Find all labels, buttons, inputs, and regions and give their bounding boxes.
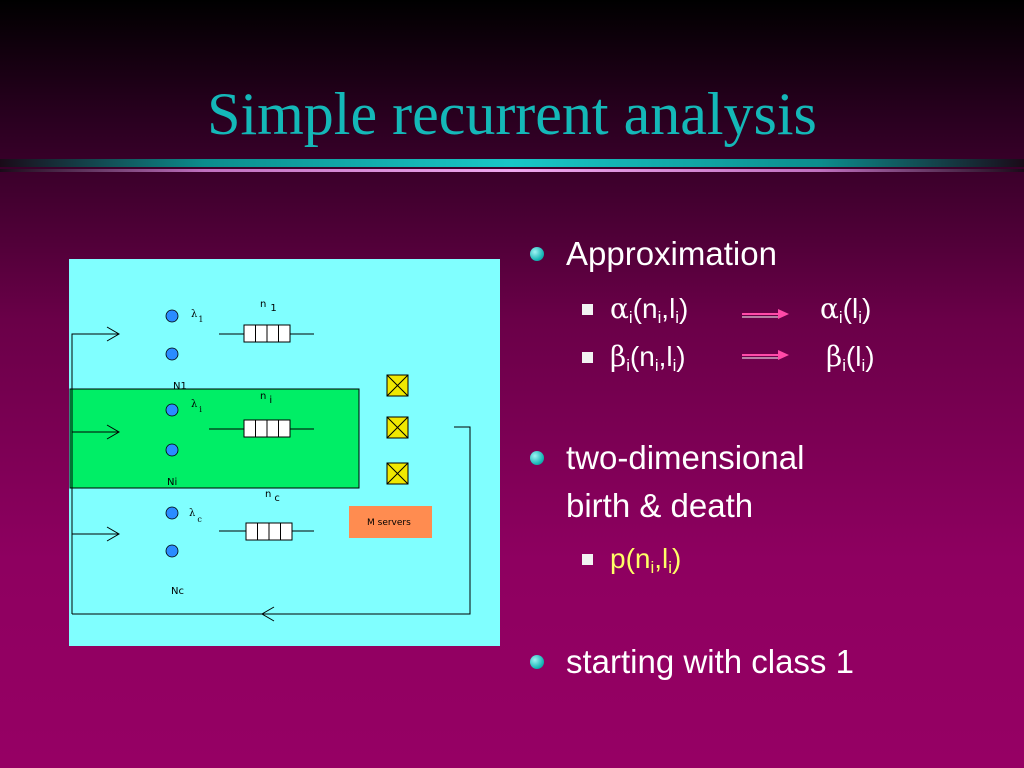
bullet-dot-icon [530, 247, 544, 261]
source-circle-cb [165, 544, 179, 558]
nc-label: Nc [171, 586, 184, 597]
source-circle-ib [165, 443, 179, 457]
source-circle-ia [165, 403, 179, 417]
queue-buffers [209, 324, 314, 541]
lambda-1-label: λ1 [191, 309, 203, 324]
class-i-highlight [69, 388, 360, 489]
source-circle-1b [165, 347, 179, 361]
lambda-c-label: λc [189, 508, 202, 524]
bullet-dot-icon [530, 655, 544, 669]
square-bullet-icon [582, 352, 593, 363]
title-divider-teal [0, 159, 1024, 167]
server-boxes [386, 374, 409, 485]
square-bullet-icon [582, 554, 593, 565]
right-arrow-icon [742, 309, 789, 319]
source-circle-1a [165, 309, 179, 323]
beta-formula-left: βi(ni,li) [610, 340, 686, 376]
m-servers-box [349, 506, 432, 538]
beta-formula-right: βi(li) [826, 340, 875, 376]
right-arrow-icon [742, 350, 789, 360]
source-circles [165, 309, 179, 558]
feedback-loop [71, 326, 471, 622]
m-servers-label: M servers [367, 518, 411, 528]
source-circle-ca [165, 506, 179, 520]
bullet-dot-icon [530, 451, 544, 465]
alpha-formula-right: αi(li) [820, 292, 872, 328]
ni-label: Ni [167, 477, 177, 488]
p-formula: p(ni,li) [610, 543, 682, 578]
slide-title: Simple recurrent analysis [207, 81, 817, 147]
n1-label: N1 [173, 381, 187, 392]
alpha-formula-left: αi(ni,li) [610, 292, 689, 328]
title-divider-pink [0, 169, 1024, 172]
square-bullet-icon [582, 304, 593, 315]
